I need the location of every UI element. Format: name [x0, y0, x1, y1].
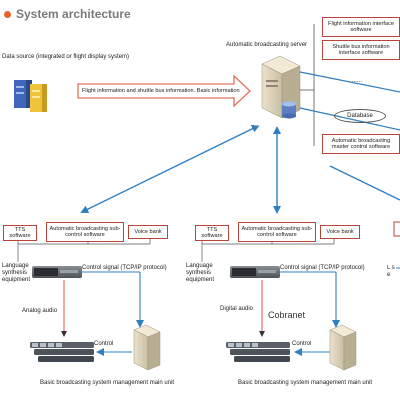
right-control-signal-label: Control signal (TCP/IP protocol) — [280, 265, 365, 271]
flight-interface-box: Flight information interface software — [322, 17, 400, 37]
more-dots: ...... — [352, 78, 363, 84]
right-control-label: Control — [292, 341, 312, 347]
flow-arrow — [77, 74, 251, 108]
left-subcontrol-text: Automatic broadcasting sub-control softw… — [49, 225, 121, 239]
left-voice-bank-text: Voice bank — [134, 228, 162, 235]
left-unit-graphics — [17, 238, 161, 371]
data-source-label: Data source (integrated or flight displa… — [2, 54, 130, 60]
right-tts-box: TTS software — [195, 225, 229, 241]
server-label: Automatic broadcasting server — [226, 42, 308, 48]
page-title: System architecture — [16, 7, 131, 21]
left-tts-text: TTS software — [9, 226, 31, 240]
right-subcontrol-text: Automatic broadcasting sub-control softw… — [241, 225, 313, 239]
master-control-box: Automatic broadcasting master control so… — [322, 134, 400, 154]
shuttle-interface-box: Shuttle bus information interface softwa… — [322, 40, 400, 60]
right-tts-text: TTS software — [201, 226, 223, 240]
right-voice-bank-box: Voice bank — [320, 225, 360, 239]
flow-label: Flight information and shuttle bus infor… — [82, 88, 240, 94]
edge-unit-label: L s e — [387, 265, 395, 278]
cobranet-label: Cobranet — [268, 310, 306, 320]
data-source-icon — [14, 80, 47, 112]
left-voice-bank-box: Voice bank — [128, 225, 168, 239]
right-unit-label: Basic broadcasting system management mai… — [238, 380, 373, 386]
shuttle-interface-text: Shuttle bus information interface softwa… — [332, 43, 390, 57]
left-control-label: Control — [94, 341, 114, 347]
left-audio-label: Analog audio — [22, 308, 58, 314]
link-arrow-left — [80, 125, 260, 213]
master-control-text: Automatic broadcasting master control so… — [331, 137, 391, 151]
database-text: Database — [347, 113, 373, 119]
server-tower-icon — [261, 55, 301, 119]
right-voice-bank-text: Voice bank — [326, 228, 354, 235]
right-audio-label: Digital audio — [220, 306, 254, 312]
flight-interface-text: Flight information interface software — [328, 20, 394, 34]
right-lang-synthesis-label: Language synthesis equipment — [186, 263, 215, 283]
left-control-signal-label: Control signal (TCP/IP protocol) — [82, 265, 167, 271]
title-bullet-icon — [4, 11, 11, 18]
left-subcontrol-box: Automatic broadcasting sub-control softw… — [46, 222, 124, 242]
right-subcontrol-box: Automatic broadcasting sub-control softw… — [238, 222, 316, 242]
left-lang-synthesis-label: Language synthesis equipment — [2, 263, 31, 283]
database-ellipse: Database — [334, 109, 386, 123]
left-tts-box: TTS software — [3, 225, 37, 241]
right-unit-graphics — [201, 238, 357, 371]
left-unit-label: Basic broadcasting system management mai… — [40, 380, 175, 386]
